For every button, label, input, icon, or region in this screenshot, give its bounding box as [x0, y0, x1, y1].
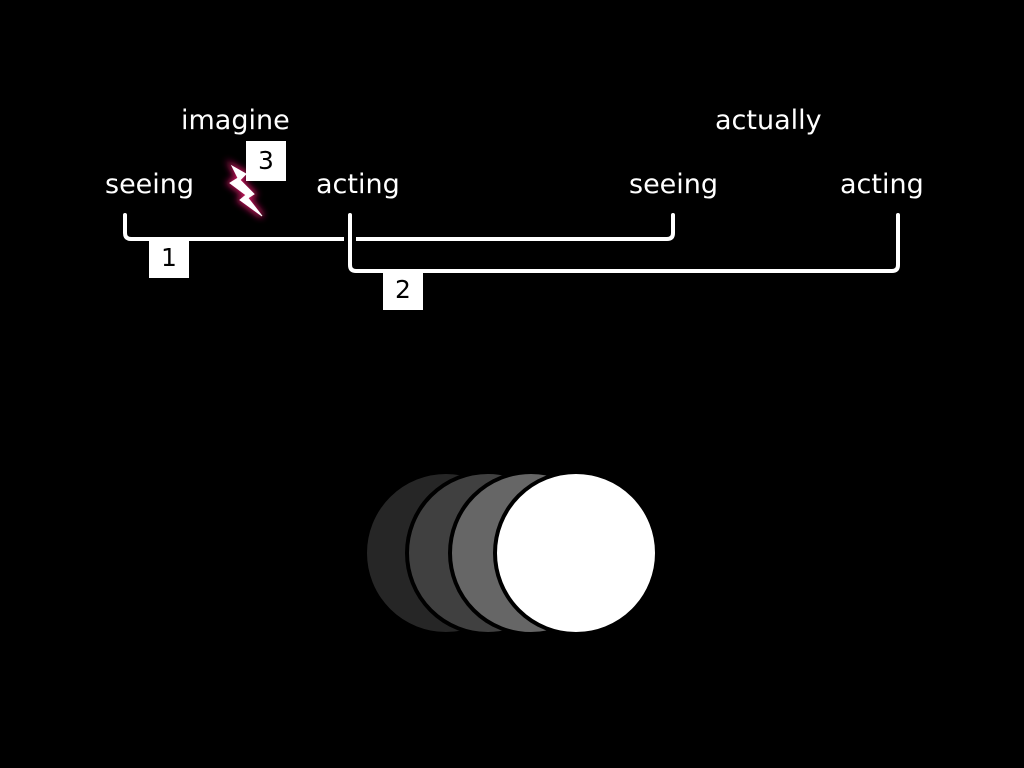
- lightning-bolt-icon: [225, 159, 264, 219]
- bracket-1: [123, 213, 675, 241]
- imagine-header: imagine: [181, 105, 290, 136]
- marker-1: 1: [149, 238, 189, 278]
- actually-header: actually: [715, 105, 822, 136]
- actual-acting-label: acting: [840, 169, 924, 200]
- imagine-acting-label: acting: [316, 169, 400, 200]
- actual-seeing-label: seeing: [629, 169, 719, 200]
- imagine-seeing-label: seeing: [105, 169, 195, 200]
- circle-sequence: [363, 470, 659, 636]
- bracket-2: [348, 213, 900, 273]
- marker-3: 3: [246, 141, 286, 181]
- marker-2: 2: [383, 270, 423, 310]
- circle-white: [493, 470, 659, 636]
